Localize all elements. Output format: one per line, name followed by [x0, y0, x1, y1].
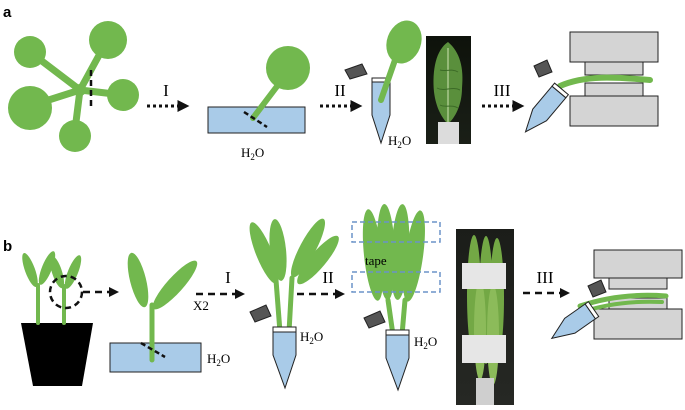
leaf-in-press-a — [557, 74, 653, 89]
cut-line-b — [140, 341, 166, 359]
tube-b1 — [249, 304, 297, 390]
step-b-1: I — [225, 268, 231, 287]
water-tray-b — [109, 342, 202, 373]
seedling-b — [127, 252, 198, 363]
seedlings-in-pot — [22, 251, 82, 325]
tube-cap-press-a — [533, 59, 553, 78]
tube-b2 — [363, 310, 410, 392]
water-label-b2: H2O — [300, 329, 323, 346]
water-tray — [207, 106, 306, 134]
tube-press-b — [550, 301, 600, 340]
rosette-plant — [8, 21, 139, 152]
water-label-a1: H2O — [241, 145, 264, 162]
step-b-2: II — [322, 268, 334, 287]
leaf-petiole — [250, 82, 281, 121]
leaf-in-tube — [386, 20, 422, 64]
water-label-b1: H2O — [207, 351, 230, 368]
photo-leaf-a — [426, 36, 471, 144]
bundled-seedlings — [362, 204, 425, 338]
pot — [21, 323, 93, 386]
repeat-label: X2 — [193, 298, 209, 313]
tape-box-bottom — [351, 271, 441, 293]
tube-cap-press-b — [587, 279, 607, 298]
seedlings-tube-b — [249, 218, 339, 335]
tube-press-a — [524, 82, 570, 133]
water-label-a2: H2O — [388, 133, 411, 150]
leaf-petiole-tube — [378, 57, 398, 103]
panel-a-label: a — [3, 4, 12, 21]
water-label-b3: H2O — [414, 334, 437, 351]
selection-circle — [48, 274, 84, 310]
detached-leaf — [266, 46, 310, 90]
panel-b-label: b — [3, 238, 12, 255]
tape-label: tape — [365, 253, 387, 268]
press-a — [569, 31, 659, 127]
step-b-3: III — [537, 268, 554, 287]
step-a-1: I — [163, 81, 169, 100]
tape-box-top — [351, 221, 441, 243]
step-a-3: III — [494, 81, 511, 100]
tube-a — [344, 63, 391, 145]
tube-cap-a — [344, 63, 368, 80]
photo-bundle-b — [456, 229, 514, 405]
step-a-2: II — [334, 81, 346, 100]
cut-line-water — [243, 110, 268, 129]
